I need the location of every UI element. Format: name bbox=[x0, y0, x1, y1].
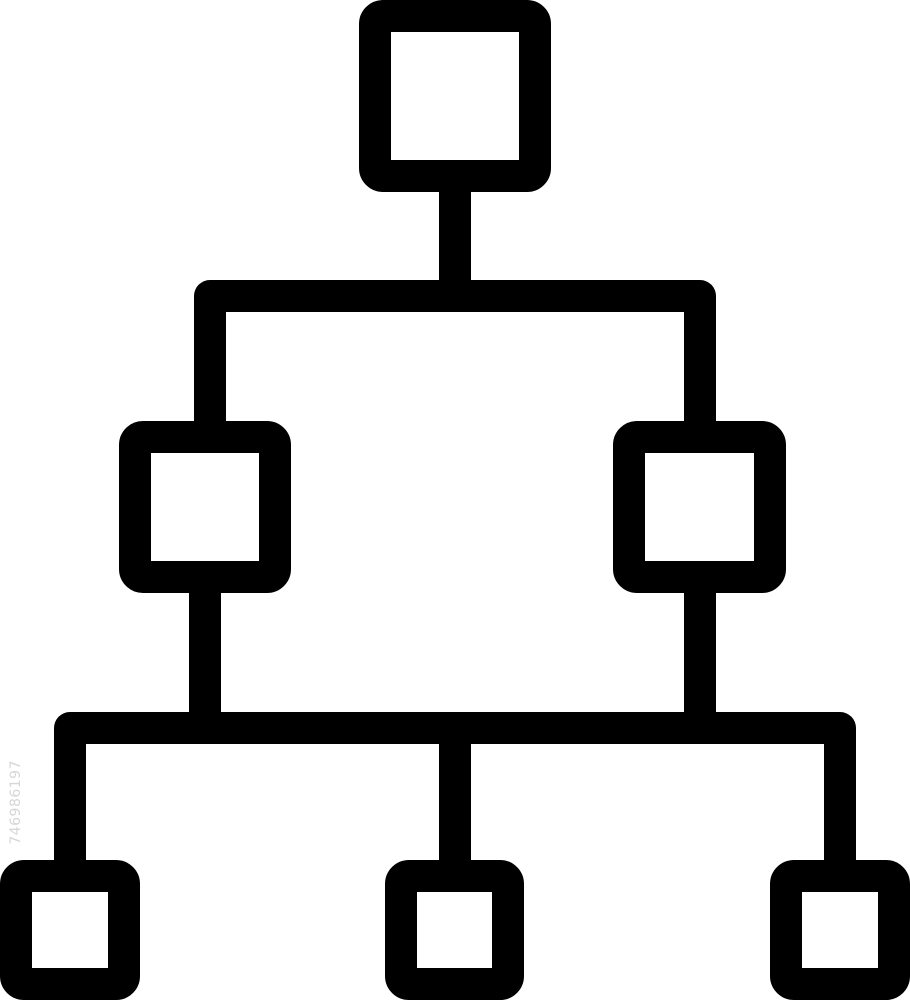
watermark-id: 746986197 bbox=[8, 760, 24, 845]
leaf-center bbox=[385, 860, 524, 1000]
node-left bbox=[119, 421, 291, 593]
leaf-right bbox=[770, 860, 910, 1000]
upper-branch-connector bbox=[194, 280, 716, 436]
leaf-left bbox=[0, 860, 140, 1000]
connectors bbox=[54, 176, 856, 876]
root-node bbox=[359, 0, 551, 192]
node-right bbox=[613, 421, 786, 593]
